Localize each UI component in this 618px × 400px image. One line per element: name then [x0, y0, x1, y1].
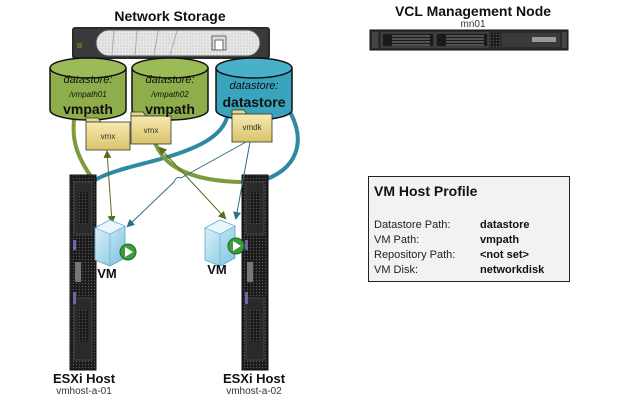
- host-2-title: ESXi Host: [222, 371, 286, 386]
- vm-icon-2: [204, 219, 245, 267]
- arrow-vmdk-vm2: [233, 141, 251, 220]
- management-node-hostname: mn01: [460, 19, 486, 30]
- profile-value: vmpath: [480, 234, 520, 246]
- management-node-server: [369, 29, 569, 51]
- folder-icon: [130, 111, 172, 145]
- datastore-datastore: [215, 57, 293, 121]
- datastore-vmpath01: [49, 57, 127, 121]
- management-node-title: VCL Management Node: [394, 3, 552, 19]
- vm-icon-1: [94, 219, 137, 267]
- profile-value: networkdisk: [480, 264, 545, 276]
- host-2-hostname: vmhost-a-02: [226, 386, 282, 397]
- folder-label-vmdk: vmdk: [242, 123, 262, 132]
- network-storage-appliance: [72, 27, 270, 59]
- datastore-3-name: datastore: [222, 94, 286, 110]
- link-teal-host2: [256, 110, 300, 184]
- folder-label-vmx-1: vmx: [100, 132, 116, 141]
- datastore-2-path: /vmpath02: [151, 90, 189, 99]
- profile-key: Repository Path:: [374, 249, 456, 261]
- datastore-1-name: vmpath: [63, 101, 113, 117]
- folder-icon: [231, 109, 273, 143]
- datastore-2-label: datastore:: [145, 74, 195, 86]
- profile-title: VM Host Profile: [374, 183, 478, 199]
- profile-row-datastore-path: Datastore Path: datastore: [374, 219, 569, 233]
- esxi-host-blade-2: [241, 174, 269, 371]
- host-1-hostname: vmhost-a-01: [56, 386, 112, 397]
- profile-row-vm-disk: VM Disk: networkdisk: [374, 264, 569, 278]
- arrow-vmx1-vm1: [103, 150, 116, 224]
- network-storage-title: Network Storage: [114, 8, 226, 24]
- vm-file-arrows: [103, 141, 251, 228]
- esxi-host-blade-1: [69, 174, 97, 371]
- arrow-vmdk-vm1: [126, 141, 247, 228]
- profile-row-repository-path: Repository Path: <not set>: [374, 249, 569, 263]
- datastore-3-label: datastore:: [229, 80, 279, 92]
- profile-key: Datastore Path:: [374, 219, 451, 231]
- profile-row-vm-path: VM Path: vmpath: [374, 234, 569, 248]
- datastore-2-name: vmpath: [145, 101, 195, 117]
- link-teal-host1: [90, 110, 230, 184]
- vm-label-2: VM: [207, 262, 227, 277]
- datastore-1-label: datastore:: [63, 74, 113, 86]
- profile-key: VM Path:: [374, 234, 420, 246]
- folder-label-vmx-2: vmx: [143, 126, 159, 135]
- arrow-vmx2-vm2: [158, 146, 227, 220]
- folder-icon: [85, 117, 131, 151]
- vm-host-profile-panel: VM Host Profile Datastore Path: datastor…: [368, 176, 570, 282]
- profile-key: VM Disk:: [374, 264, 418, 276]
- profile-value: <not set>: [480, 249, 529, 261]
- profile-value: datastore: [480, 219, 530, 231]
- vm-label-1: VM: [97, 266, 117, 281]
- host-1-title: ESXi Host: [52, 371, 116, 386]
- datastore-1-path: /vmpath01: [69, 90, 107, 99]
